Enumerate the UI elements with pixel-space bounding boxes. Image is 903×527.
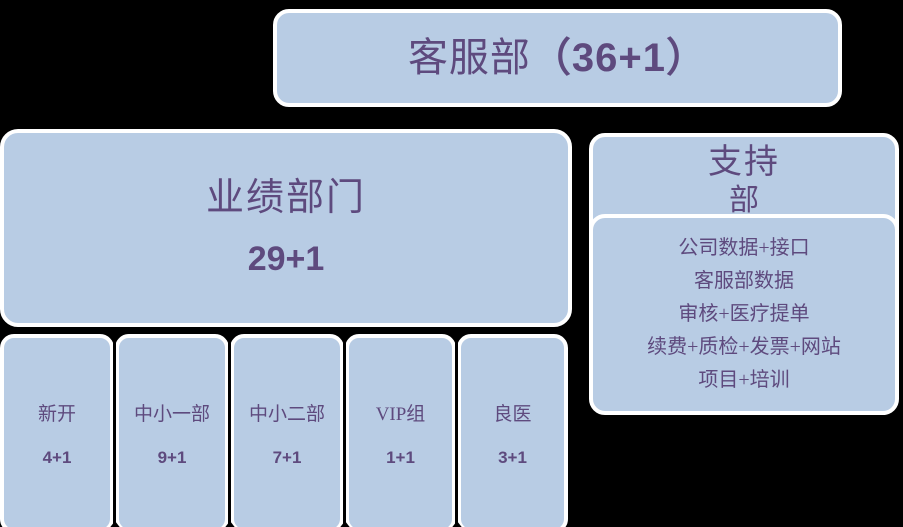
child-label: 中小一部 [133, 404, 210, 425]
arrow-down-icon [337, 330, 352, 339]
arrow-up-icon [449, 521, 464, 527]
node-team-vip[interactable]: VIP组 1+1 [345, 334, 456, 527]
node-performance-title: 业绩部门 [205, 176, 366, 219]
child-count: 3+1 [498, 448, 527, 467]
connector-line [337, 330, 352, 527]
node-team-zhongxiao-erbu[interactable]: 中小二部 7+1 [230, 334, 344, 527]
support-item: 审核+医疗提单 [678, 303, 810, 325]
child-label: 良医 [493, 404, 532, 425]
node-support-title: 支持 [708, 144, 780, 181]
arrow-down-icon [107, 330, 122, 339]
child-count: 9+1 [157, 448, 187, 467]
node-team-liangyi[interactable]: 良医 3+1 [457, 334, 568, 527]
node-root-name: 客服部 [407, 35, 531, 80]
node-root-title: 客服部（36+1） [408, 35, 707, 81]
child-count: 1+1 [386, 448, 415, 467]
node-performance-dept[interactable]: 业绩部门 29+1 [0, 129, 572, 327]
arrow-up-icon [222, 521, 237, 527]
arrow-down-icon [449, 330, 464, 339]
node-team-zhongxiao-yibu[interactable]: 中小一部 9+1 [115, 334, 229, 527]
child-count: 7+1 [272, 448, 302, 467]
child-label: VIP组 [375, 404, 426, 425]
node-team-xinkai[interactable]: 新开 4+1 [0, 334, 114, 527]
support-item: 公司数据+接口 [678, 237, 810, 259]
child-label: 新开 [37, 404, 76, 425]
connector-line [222, 330, 237, 527]
connector-line [449, 330, 464, 527]
support-item: 客服部数据 [694, 270, 794, 292]
arrow-down-icon [222, 330, 237, 339]
support-item: 续费+质检+发票+网站 [647, 336, 841, 358]
child-label: 中小二部 [248, 404, 325, 425]
child-count: 4+1 [42, 448, 72, 467]
node-customer-service-dept[interactable]: 客服部（36+1） [273, 9, 842, 107]
node-performance-count: 29+1 [247, 240, 325, 279]
arrow-up-icon [337, 521, 352, 527]
support-item: 项目+培训 [698, 369, 790, 391]
node-support-items[interactable]: 公司数据+接口 客服部数据 审核+医疗提单 续费+质检+发票+网站 项目+培训 [589, 214, 899, 415]
arrow-up-icon [107, 521, 122, 527]
node-root-count: （36+1） [530, 36, 708, 80]
connector-line [107, 330, 122, 527]
node-support-subtitle: 部 [729, 184, 759, 218]
